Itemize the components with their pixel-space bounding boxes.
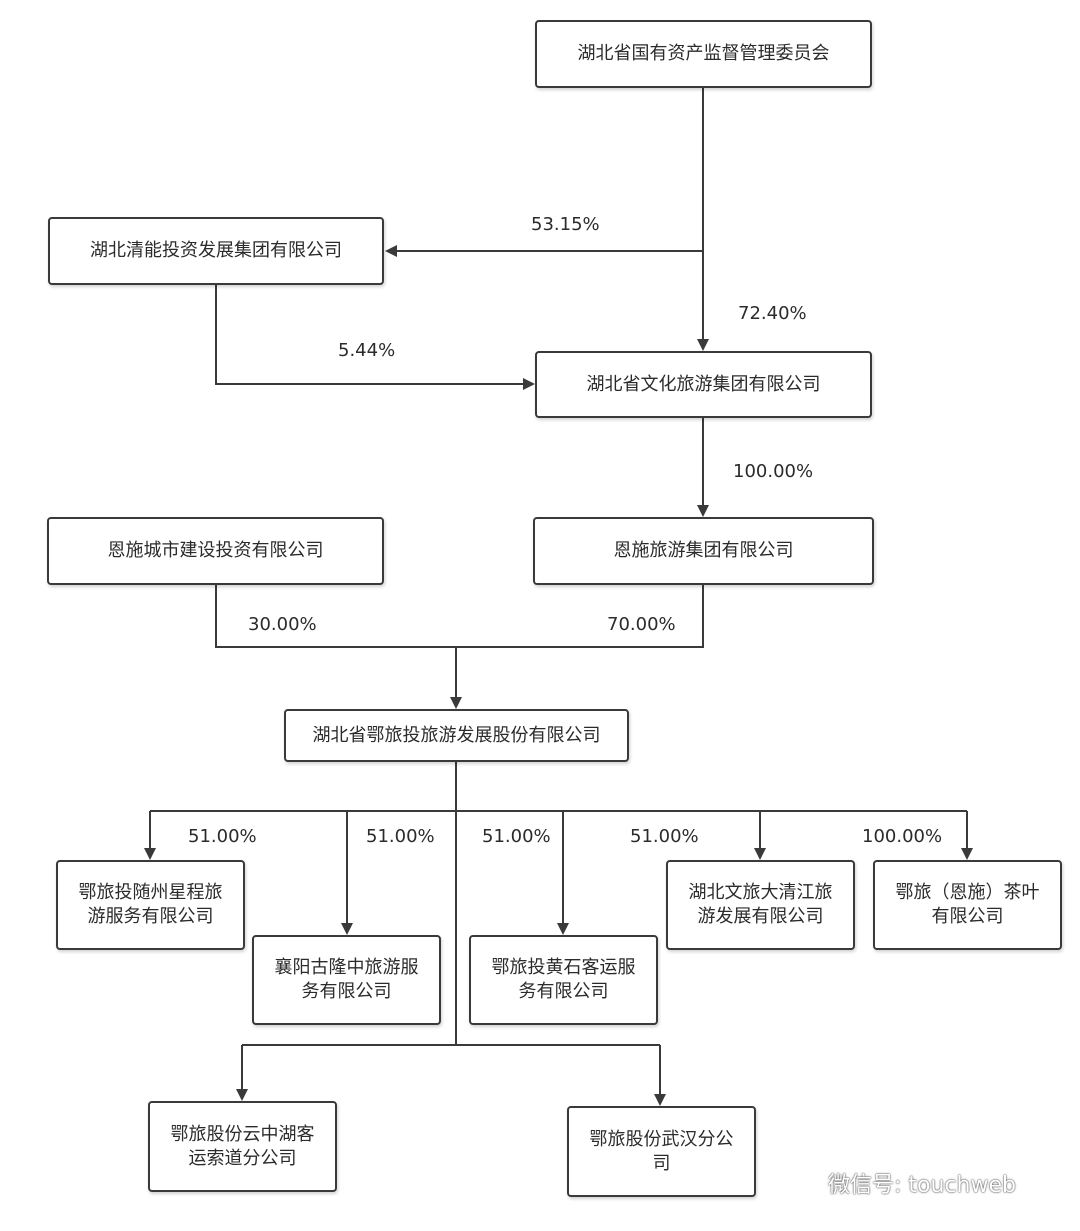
- node-qingneng: 湖北清能投资发展集团有限公司: [48, 217, 384, 285]
- edge-label-to-xiangyang: 51.00%: [366, 826, 435, 847]
- edge-label-to-tea: 100.00%: [862, 826, 943, 847]
- node-sasac-label: 湖北省国有资产监督管理委员会: [577, 43, 830, 64]
- wechat-icon: [791, 1172, 819, 1193]
- edge-city-merge: [215, 585, 704, 648]
- node-enshi-city-label: 恩施城市建设投资有限公司: [107, 540, 324, 561]
- edge-label-wenlv-enshi: 100.00%: [733, 461, 814, 482]
- node-sasac: 湖北省国有资产监督管理委员会: [535, 20, 872, 88]
- node-enshi-tourism-label: 恩施旅游集团有限公司: [613, 540, 794, 561]
- node-huangshi-line1: 鄂旅投黄石客运服: [491, 957, 636, 978]
- edge-label-sasac-wenlv: 72.40%: [738, 303, 807, 324]
- edge-label-to-huangshi: 51.00%: [482, 826, 551, 847]
- edge-label-to-daqingjiang: 51.00%: [630, 826, 699, 847]
- edge-label-sasac-qingneng: 53.15%: [531, 214, 600, 235]
- node-suizhou: 鄂旅投随州星程旅 游服务有限公司: [56, 860, 245, 950]
- node-tea-line1: 鄂旅（恩施）茶叶: [895, 882, 1040, 903]
- node-yunzhonghu: 鄂旅股份云中湖客 运索道分公司: [148, 1101, 337, 1192]
- edge-qingneng-wenlv: [215, 285, 535, 390]
- watermark-text: 微信号: touchweb: [828, 1173, 1016, 1198]
- node-elvtou-label: 湖北省鄂旅投旅游发展股份有限公司: [312, 724, 601, 746]
- node-daqingjiang-line1: 湖北文旅大清江旅: [688, 882, 833, 903]
- node-suizhou-line1: 鄂旅投随州星程旅: [78, 882, 223, 903]
- node-tea: 鄂旅（恩施）茶叶 有限公司: [873, 860, 1062, 950]
- node-elvtou: 湖北省鄂旅投旅游发展股份有限公司: [284, 709, 629, 762]
- node-daqingjiang-line2: 游发展有限公司: [697, 906, 824, 927]
- node-wuhan-line1: 鄂旅股份武汉分公: [589, 1128, 734, 1150]
- node-wuhan: 鄂旅股份武汉分公 司: [567, 1106, 756, 1197]
- node-enshi-city: 恩施城市建设投资有限公司: [47, 517, 384, 585]
- edge-label-enshi-elvtou: 70.00%: [607, 614, 676, 635]
- node-xiangyang-line1: 襄阳古隆中旅游服: [274, 957, 419, 978]
- node-qingneng-label: 湖北清能投资发展集团有限公司: [90, 240, 342, 261]
- node-xiangyang: 襄阳古隆中旅游服 务有限公司: [252, 935, 441, 1025]
- node-yunzhonghu-line2: 运索道分公司: [188, 1147, 297, 1169]
- edge-label-to-suizhou: 51.00%: [188, 826, 257, 847]
- watermark: 微信号: touchweb: [790, 1165, 1016, 1201]
- node-wenlv: 湖北省文化旅游集团有限公司: [535, 351, 872, 418]
- node-tea-line2: 有限公司: [931, 906, 1004, 927]
- edge-label-city-elvtou: 30.00%: [248, 614, 317, 635]
- node-enshi-tourism: 恩施旅游集团有限公司: [533, 517, 874, 585]
- node-daqingjiang: 湖北文旅大清江旅 游发展有限公司: [666, 860, 855, 950]
- node-wenlv-label: 湖北省文化旅游集团有限公司: [586, 373, 821, 395]
- node-suizhou-line2: 游服务有限公司: [87, 906, 214, 927]
- node-wuhan-line2: 司: [652, 1152, 671, 1174]
- node-huangshi: 鄂旅投黄石客运服 务有限公司: [469, 935, 658, 1025]
- node-xiangyang-line2: 务有限公司: [301, 981, 392, 1002]
- node-yunzhonghu-line1: 鄂旅股份云中湖客: [170, 1123, 315, 1145]
- node-huangshi-line2: 务有限公司: [518, 981, 609, 1002]
- edge-label-qingneng-wenlv: 5.44%: [338, 340, 396, 361]
